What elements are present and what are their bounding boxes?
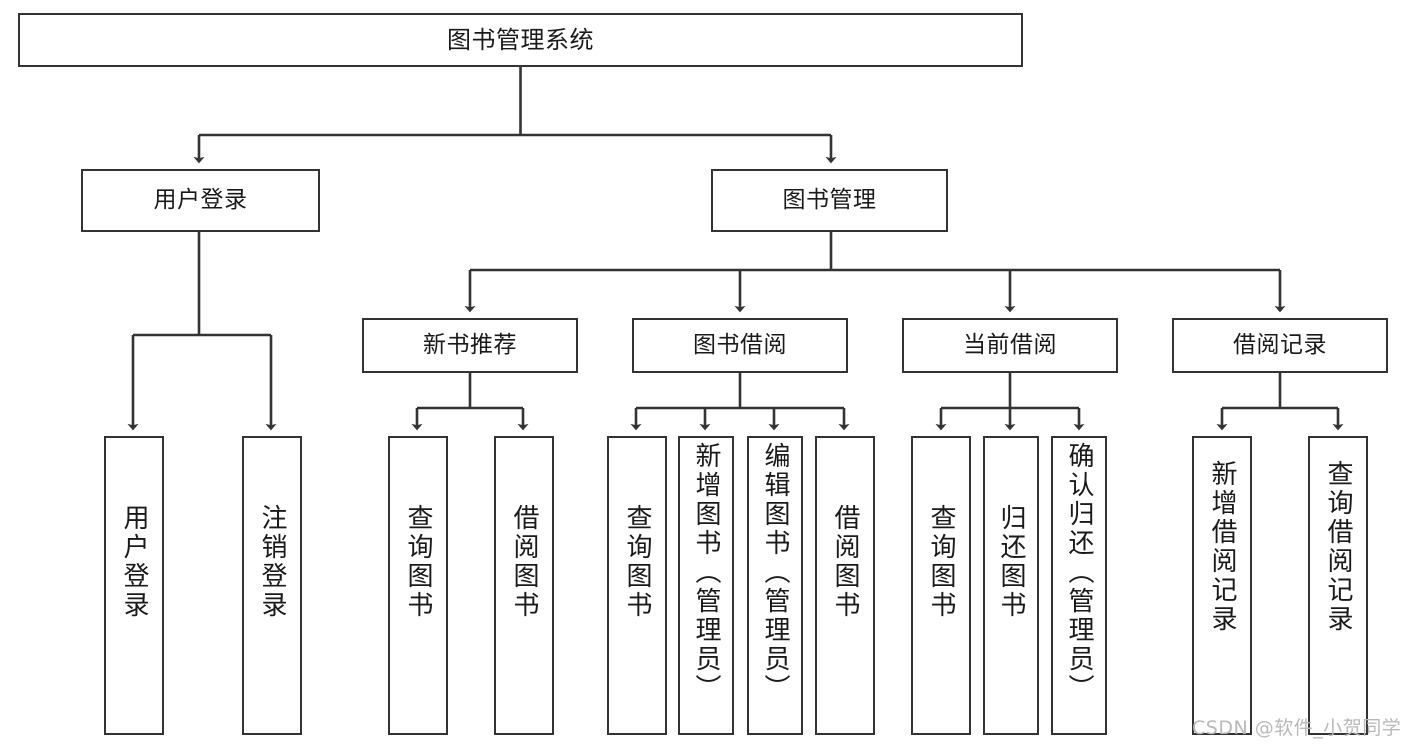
node-leaf-current-query[interactable]: 查询图书 (911, 436, 971, 735)
csdn-watermark: CSDN @软件_小贺同学 (1192, 717, 1402, 739)
node-leaf-return-book-label: 归还图书 (996, 504, 1026, 620)
node-root-label: 图书管理系统 (447, 25, 594, 54)
node-book-manage-label: 图书管理 (782, 186, 877, 213)
node-leaf-user-login-label: 用户登录 (119, 504, 149, 620)
node-leaf-newbook-borrow[interactable]: 借阅图书 (494, 436, 554, 735)
node-user-login-label: 用户登录 (153, 186, 248, 213)
node-leaf-edit-book-label: 编辑图书（管理员） (760, 442, 790, 703)
node-book-borrow-label: 图书借阅 (693, 331, 787, 358)
node-leaf-user-login[interactable]: 用户登录 (104, 436, 164, 735)
node-leaf-newbook-query[interactable]: 查询图书 (388, 436, 448, 735)
node-leaf-add-book[interactable]: 新增图书（管理员） (678, 436, 734, 735)
node-leaf-borrow-book-label: 借阅图书 (830, 504, 860, 620)
node-leaf-return-book[interactable]: 归还图书 (983, 436, 1039, 735)
node-leaf-edit-book[interactable]: 编辑图书（管理员） (747, 436, 803, 735)
node-new-book-label: 新书推荐 (423, 331, 517, 358)
node-leaf-add-record[interactable]: 新增借阅记录 (1192, 436, 1252, 735)
node-book-manage[interactable]: 图书管理 (711, 169, 948, 232)
node-leaf-newbook-borrow-label: 借阅图书 (509, 504, 539, 620)
node-leaf-add-record-label: 新增借阅记录 (1207, 460, 1237, 634)
node-leaf-query-record[interactable]: 查询借阅记录 (1308, 436, 1368, 735)
node-current-borrow-label: 当前借阅 (963, 331, 1057, 358)
node-leaf-logout[interactable]: 注销登录 (242, 436, 302, 735)
node-book-borrow[interactable]: 图书借阅 (632, 318, 848, 373)
node-root[interactable]: 图书管理系统 (18, 13, 1023, 67)
node-leaf-newbook-query-label: 查询图书 (403, 504, 433, 620)
node-leaf-logout-label: 注销登录 (257, 504, 287, 620)
node-leaf-borrow-query[interactable]: 查询图书 (607, 436, 667, 735)
node-leaf-add-book-label: 新增图书（管理员） (691, 442, 721, 703)
node-leaf-confirm-return-label: 确认归还（管理员） (1064, 442, 1094, 703)
node-borrow-record-label: 借阅记录 (1233, 331, 1327, 358)
node-leaf-borrow-query-label: 查询图书 (622, 504, 652, 620)
node-current-borrow[interactable]: 当前借阅 (902, 318, 1118, 373)
node-leaf-query-record-label: 查询借阅记录 (1323, 460, 1353, 634)
node-leaf-confirm-return[interactable]: 确认归还（管理员） (1051, 436, 1107, 735)
node-new-book[interactable]: 新书推荐 (362, 318, 578, 373)
node-user-login[interactable]: 用户登录 (81, 169, 320, 232)
node-leaf-borrow-book[interactable]: 借阅图书 (815, 436, 875, 735)
node-borrow-record[interactable]: 借阅记录 (1172, 318, 1388, 373)
node-leaf-current-query-label: 查询图书 (926, 504, 956, 620)
